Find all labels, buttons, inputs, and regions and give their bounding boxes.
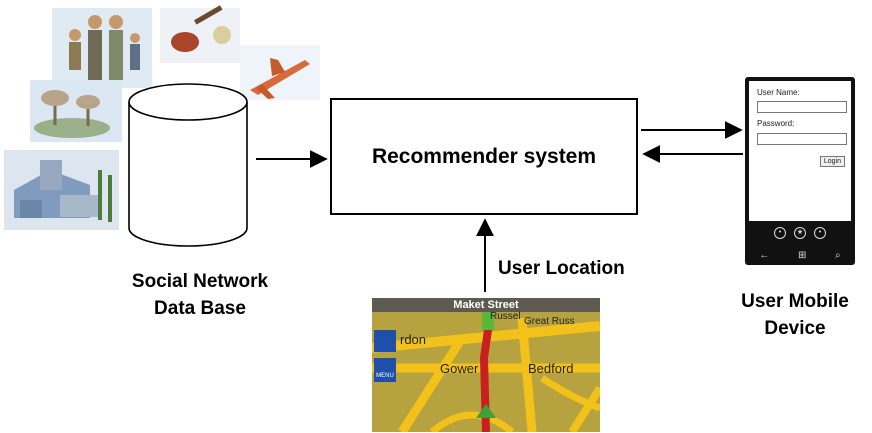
password-field[interactable] [757, 133, 847, 145]
database-label-line2: Data Base [154, 298, 246, 319]
database-cylinder [128, 83, 248, 247]
phone-screen: User Name: Password: Login [749, 81, 851, 221]
database-label: Social Network Data Base [95, 268, 305, 322]
user-name-label: User Name: [757, 88, 800, 97]
device-label-line2: Device [764, 318, 826, 339]
map-street-gower: Gower [440, 361, 479, 376]
password-label: Password: [757, 119, 795, 128]
device-label-line1: User Mobile [741, 291, 849, 312]
family-icon [52, 8, 152, 88]
recommender-system-label: Recommender system [371, 144, 597, 168]
star-icon[interactable]: ★ [794, 227, 806, 239]
login-button[interactable]: Login [819, 156, 845, 167]
map-street-gordon: rdon [400, 332, 427, 347]
buildings-icon [4, 150, 119, 230]
phone-nav-bar: ← ⊞ ⌕ [745, 245, 855, 265]
search-icon[interactable]: ⌕ [835, 249, 841, 261]
recommender-system-box: Recommender system [330, 98, 638, 215]
user-name-field[interactable] [757, 101, 847, 113]
hobby-icon [160, 5, 240, 63]
windows-icon[interactable]: ⊞ [797, 249, 807, 261]
back-icon[interactable]: ← [759, 249, 770, 261]
app-bar-icon-3[interactable]: • [814, 227, 826, 239]
phone-app-bar: • ★ • [745, 227, 855, 241]
database-label-line1: Social Network [131, 271, 269, 292]
map-street-title: Maket Street [372, 298, 600, 312]
position-arrow-icon [476, 404, 496, 418]
user-mobile-device: User Name: Password: Login • ★ • ← ⊞ ⌕ [745, 77, 855, 265]
park-icon [30, 80, 122, 142]
social-images [4, 5, 320, 230]
map-menu-button[interactable]: MENU [374, 358, 396, 382]
app-bar-icon-1[interactable]: • [774, 227, 786, 239]
navigation-map: Maket Street MENU Russel Great Russ rdon… [372, 298, 600, 432]
map-street-bedford: Bedford [528, 361, 574, 376]
map-street-great-russell: Great Russ [524, 316, 575, 327]
map-street-russell: Russel [490, 311, 521, 322]
device-label: User Mobile Device [710, 288, 872, 342]
map-roads [372, 312, 600, 432]
compass-icon[interactable] [374, 330, 396, 352]
user-location-label: User Location [498, 258, 625, 279]
airplane-icon [240, 45, 320, 100]
